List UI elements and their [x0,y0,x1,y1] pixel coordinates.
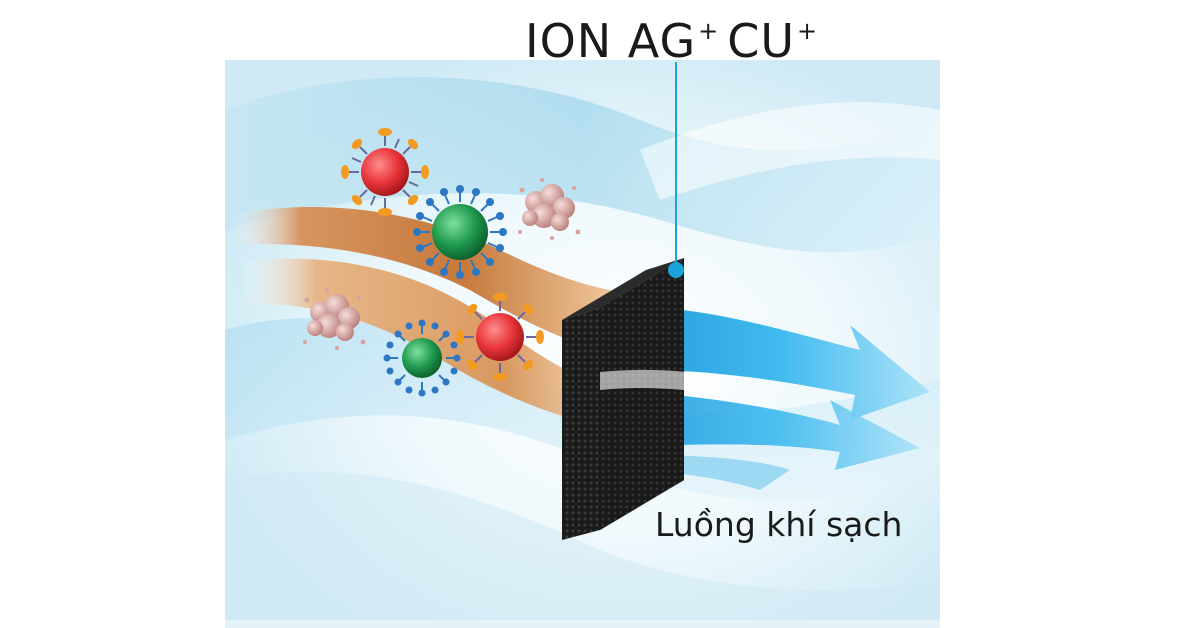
clean-air-label: Luồng khí sạch [655,505,903,544]
ion-label-middle: CU [727,14,796,68]
dust-cluster-icon [518,178,581,240]
virus-red-icon [341,128,429,216]
dust-cluster-icon [303,288,366,350]
virus-green-icon [383,319,461,397]
ion-label-sup-1: + [698,17,720,45]
virus-red-icon [456,293,544,381]
ion-label-sup-2: + [797,17,819,45]
ion-label-prefix: ION AG [525,14,697,68]
ion-leader-line [668,62,684,278]
virus-green-icon [413,185,507,279]
clean-air-overlay [600,369,720,395]
ion-label: ION AG+CU+ [525,14,826,68]
filter-panel-icon [562,258,684,540]
